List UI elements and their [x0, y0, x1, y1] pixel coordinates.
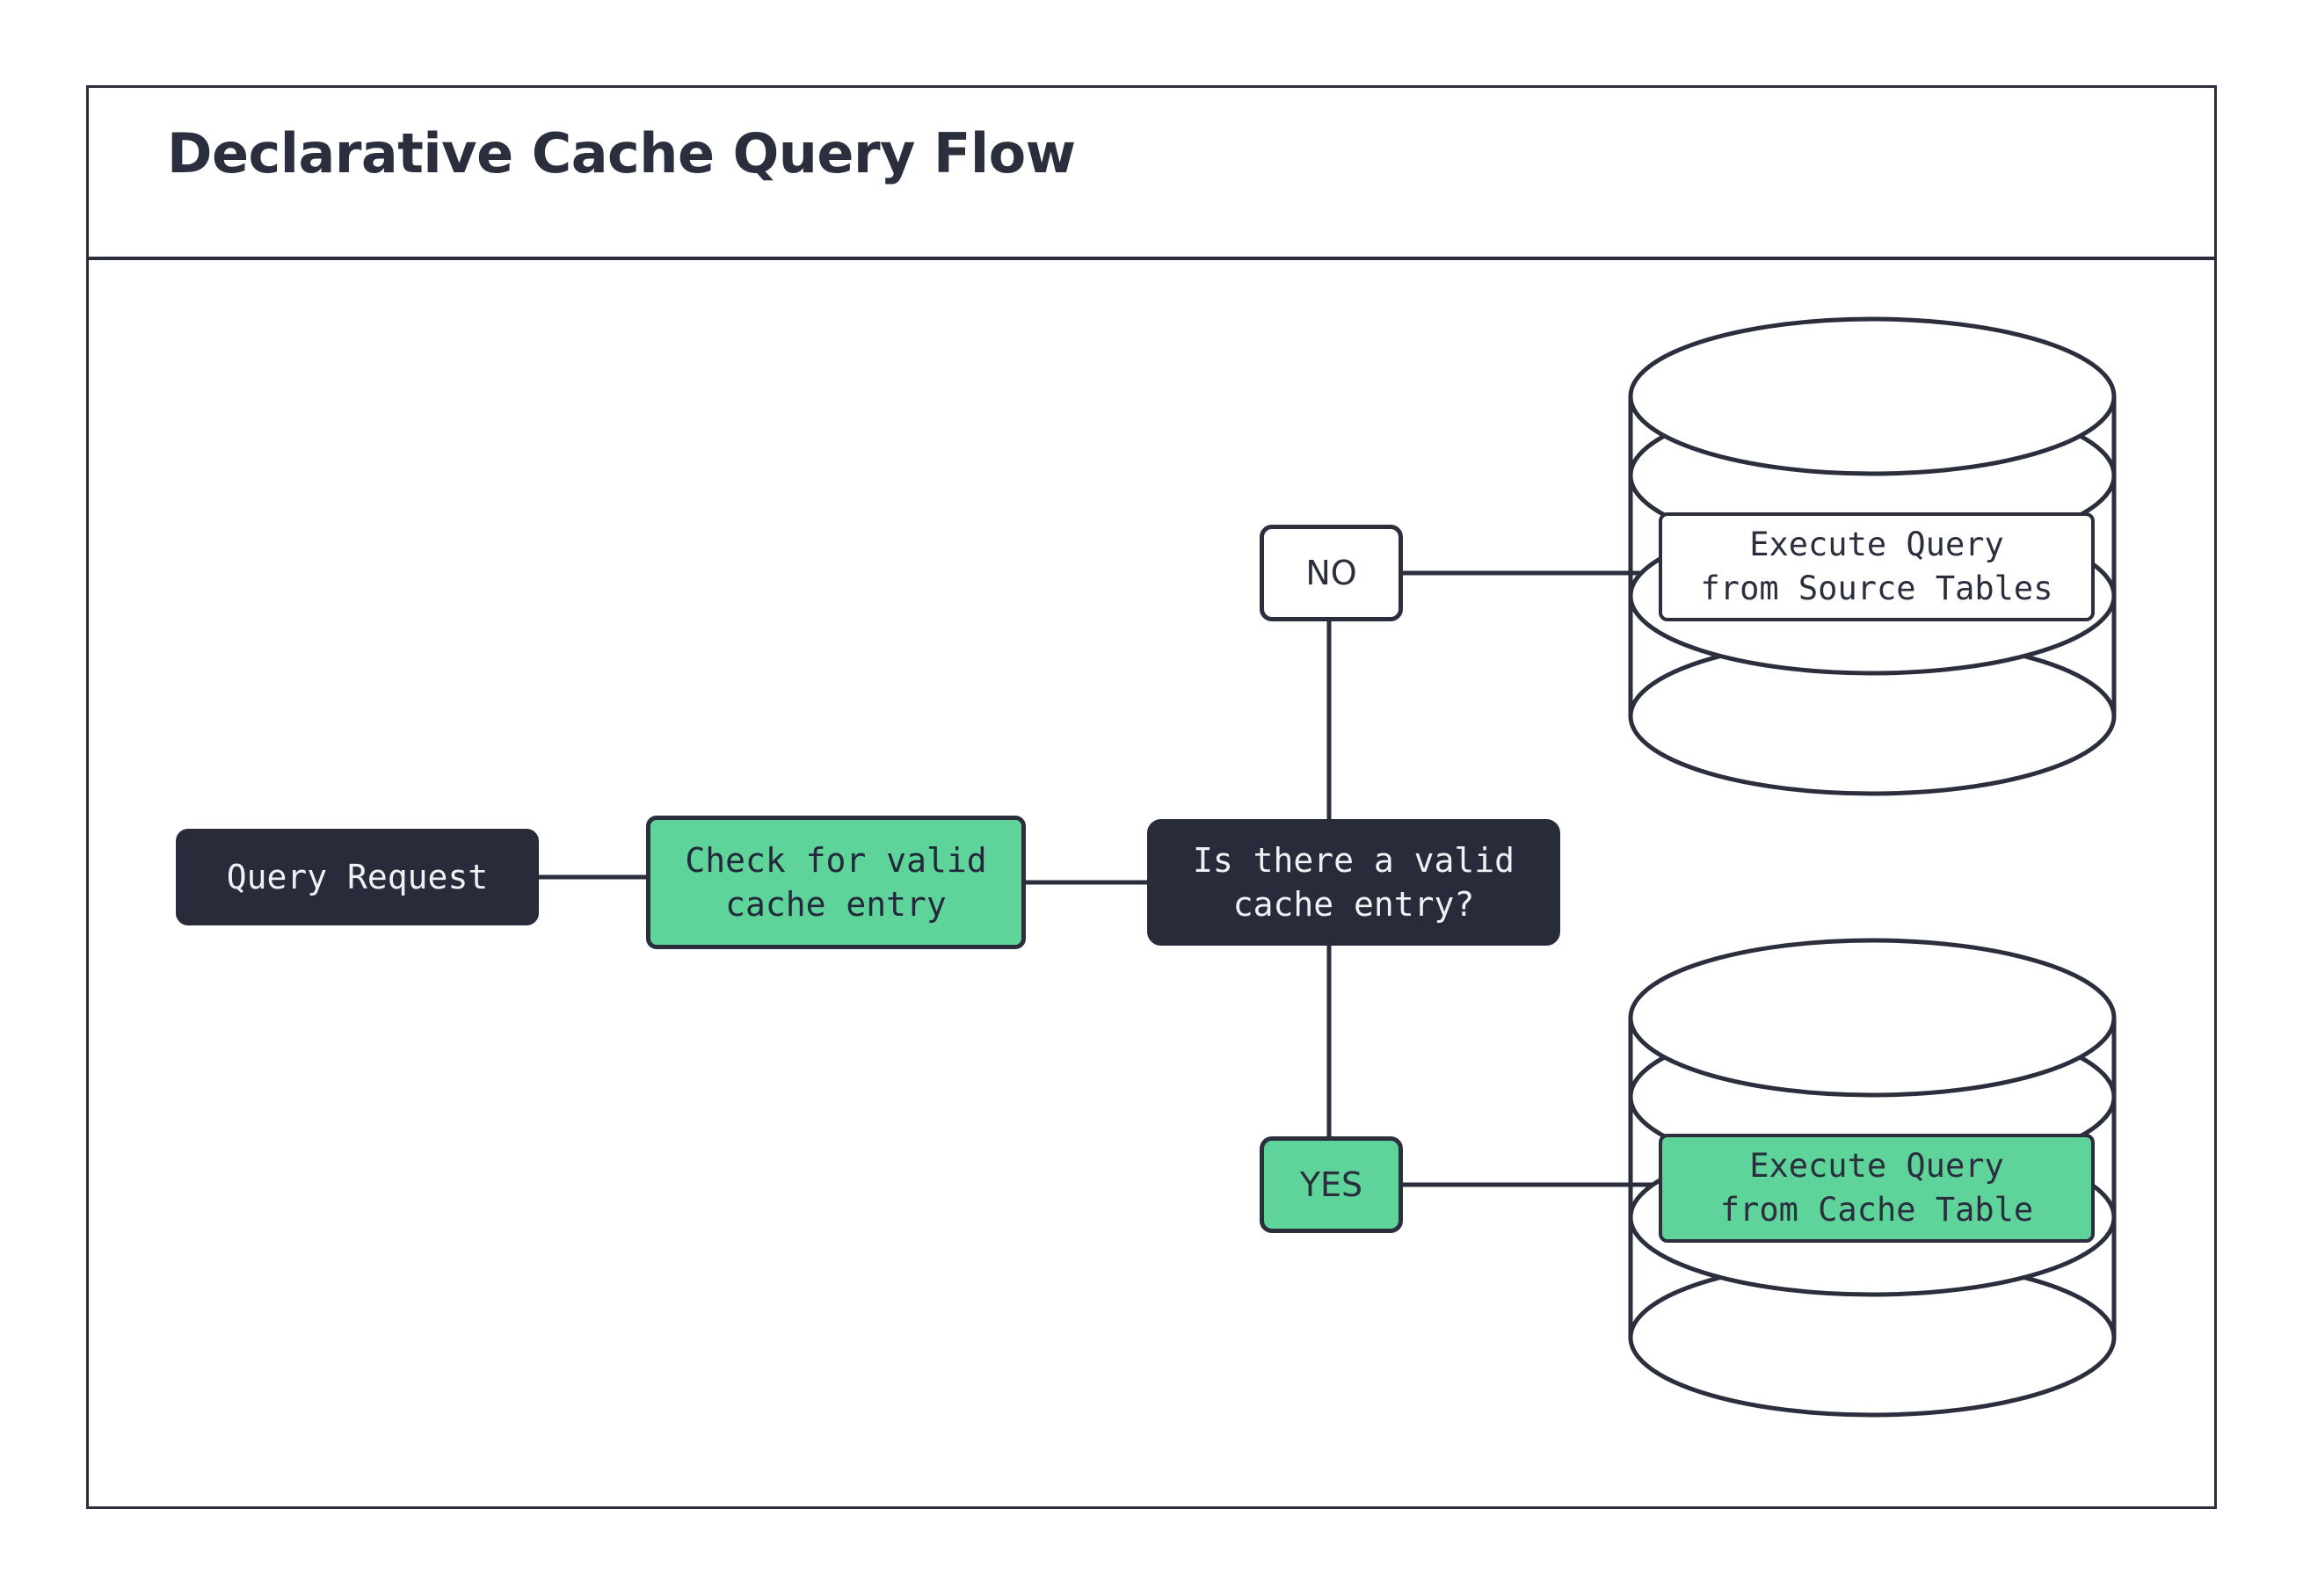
node-decision-valid-cache-entry[interactable]: Is there a valid cache entry? [1147, 819, 1560, 946]
node-check-for-valid-cache-entry[interactable]: Check for valid cache entry [646, 816, 1026, 949]
node-execute-query-from-source-tables[interactable]: Execute Query from Source Tables [1659, 512, 2095, 621]
node-query-request[interactable]: Query Request [176, 829, 539, 925]
edge-label-no[interactable]: NO [1260, 525, 1403, 621]
page-title: Declarative Cache Query Flow [167, 121, 1076, 185]
edge-label-yes[interactable]: YES [1260, 1136, 1403, 1233]
title-divider [86, 257, 2217, 260]
node-execute-query-from-cache-table[interactable]: Execute Query from Cache Table [1659, 1134, 2095, 1243]
diagram-frame [86, 85, 2217, 1509]
